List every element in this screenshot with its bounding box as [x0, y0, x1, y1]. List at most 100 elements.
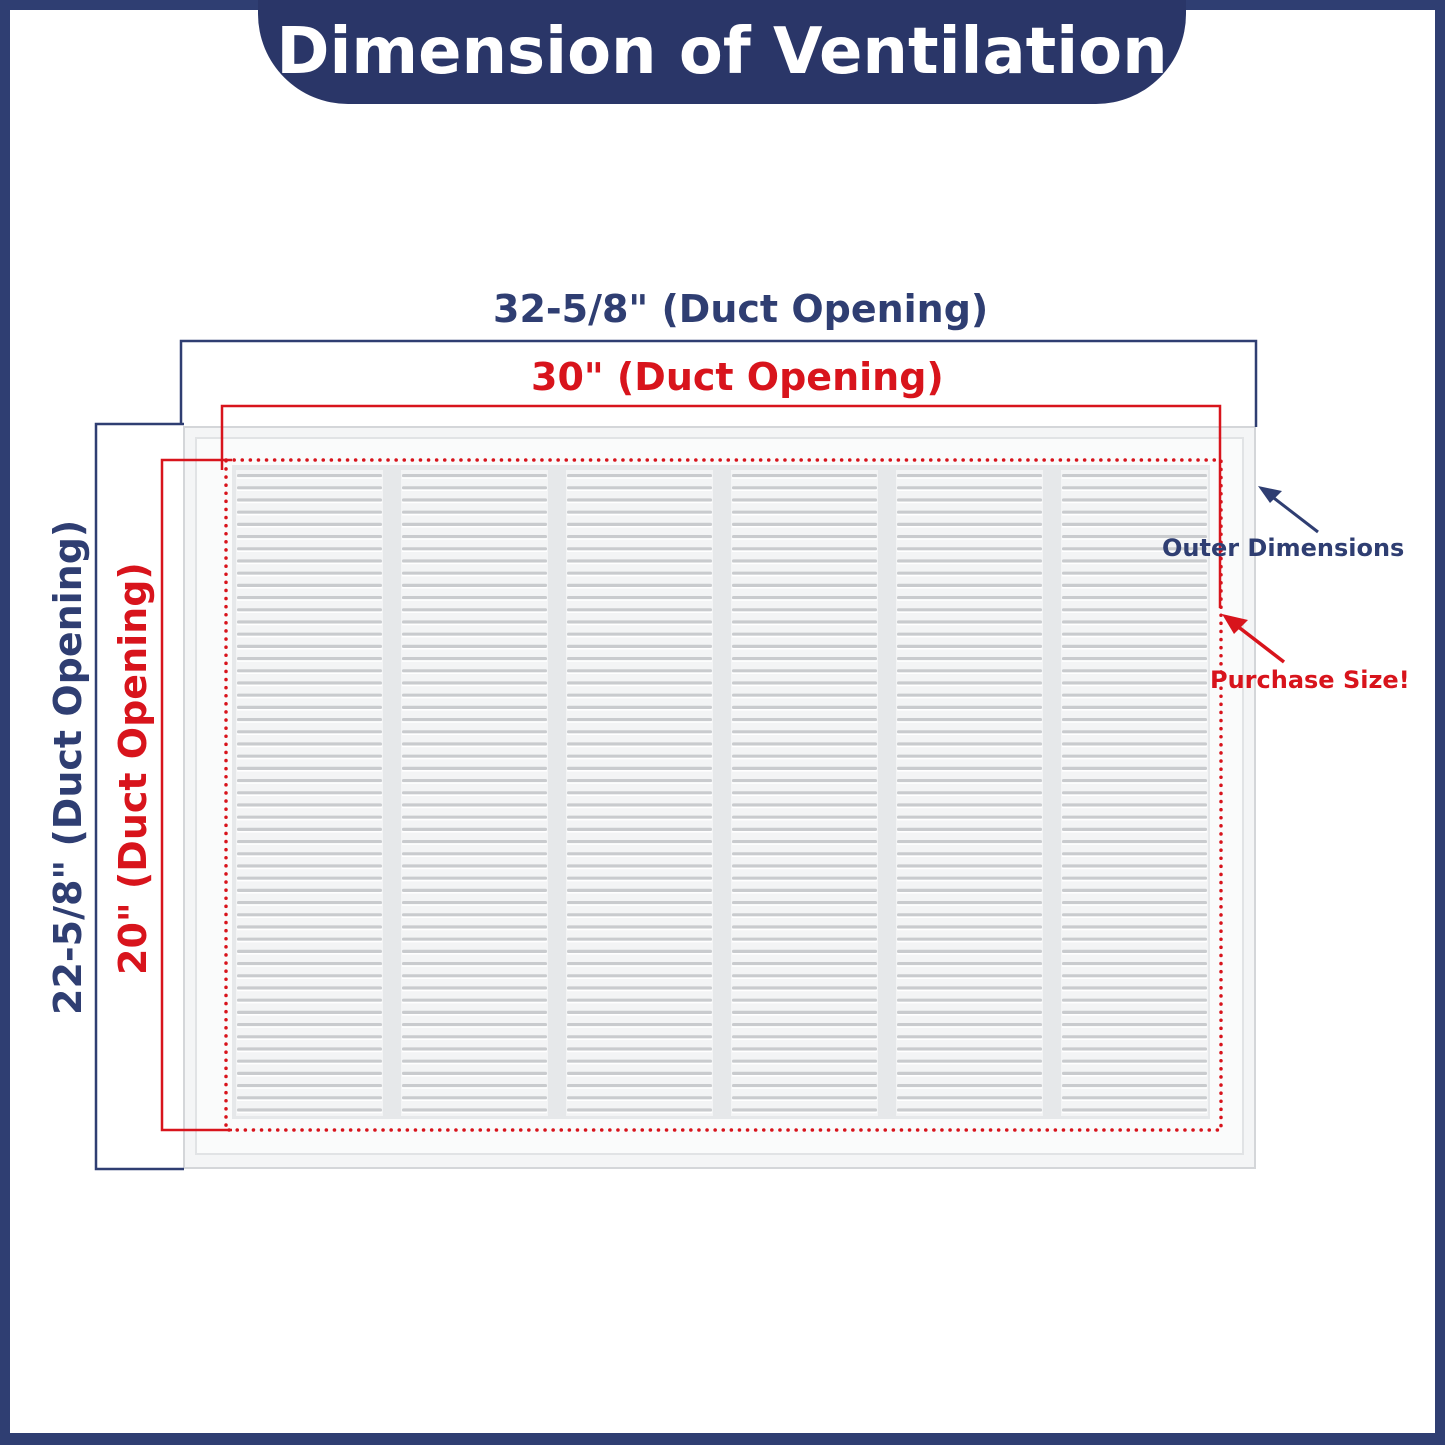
- louver-slat: [732, 1035, 877, 1039]
- louver-slat: [732, 840, 877, 844]
- louver-slat: [567, 681, 712, 685]
- louver-slat-highlight: [732, 684, 877, 687]
- louver-slat: [237, 559, 382, 563]
- louver-slat: [402, 1096, 547, 1100]
- louver-slat-highlight: [732, 843, 877, 845]
- louver-slat: [897, 559, 1042, 563]
- louver-slat-highlight: [732, 770, 877, 772]
- louver-slat: [402, 925, 547, 929]
- louver-slat-highlight: [567, 587, 712, 589]
- louver-slat: [567, 1071, 712, 1075]
- louver-slat-highlight: [402, 599, 547, 601]
- louver-slat: [732, 608, 877, 612]
- louver-slat-highlight: [897, 501, 1042, 504]
- louver-slat: [897, 949, 1042, 953]
- louver-slat-highlight: [732, 818, 877, 821]
- louver-slat-highlight: [567, 1038, 712, 1040]
- louver-slat: [732, 535, 877, 539]
- louver-slat-highlight: [897, 1001, 1042, 1004]
- louver-slat: [1062, 1010, 1207, 1014]
- louver-slat: [402, 620, 547, 624]
- louver-column: [236, 470, 383, 1116]
- louver-slat-highlight: [567, 916, 712, 918]
- louver-slat-highlight: [402, 672, 547, 674]
- louver-slat-highlight: [1062, 1075, 1207, 1077]
- louver-slat-highlight: [1062, 879, 1207, 882]
- louver-slat: [237, 608, 382, 612]
- louver-slat: [237, 901, 382, 905]
- louver-slat: [402, 1071, 547, 1075]
- louver-slat-highlight: [1062, 611, 1207, 613]
- purchase-size-note: Purchase Size!: [1210, 666, 1410, 694]
- louver-slat-highlight: [402, 696, 547, 699]
- louver-slat: [567, 571, 712, 575]
- louver-slat: [237, 644, 382, 648]
- louver-slat: [237, 754, 382, 758]
- louver-slat-highlight: [1062, 757, 1207, 760]
- louver-slat-highlight: [567, 1001, 712, 1004]
- louver-slat-highlight: [897, 855, 1042, 857]
- louver-slat: [897, 1108, 1042, 1112]
- louver-slat: [732, 864, 877, 868]
- louver-slat: [237, 815, 382, 819]
- louver-slat: [1062, 535, 1207, 539]
- louver-slat-highlight: [732, 623, 877, 626]
- louver-slat-highlight: [237, 904, 382, 906]
- louver-slat: [402, 547, 547, 551]
- louver-slat-highlight: [897, 904, 1042, 906]
- louver-slat: [897, 522, 1042, 526]
- louver-slat-highlight: [1062, 1099, 1207, 1101]
- louver-slat: [1062, 901, 1207, 905]
- louver-slat: [897, 608, 1042, 612]
- louver-slat: [1062, 522, 1207, 526]
- louver-slat-highlight: [237, 782, 382, 784]
- louver-slat-highlight: [897, 782, 1042, 784]
- louver-slat: [237, 766, 382, 770]
- louver-slat-highlight: [237, 1001, 382, 1004]
- louver-slat-highlight: [567, 977, 712, 979]
- louver-slat-highlight: [1062, 526, 1207, 528]
- louver-slat: [402, 486, 547, 490]
- louver-slat: [732, 1096, 877, 1100]
- louver-slat-highlight: [732, 1038, 877, 1040]
- purchase-size-arrowhead: [1222, 614, 1248, 634]
- outer-dimensions-arrow: [1258, 486, 1319, 534]
- louver-slat: [1062, 998, 1207, 1002]
- louver-slat-highlight: [567, 1075, 712, 1077]
- louver-slat-highlight: [732, 648, 877, 650]
- duct-opening-bracket: [160, 404, 1223, 1132]
- louver-slat: [732, 705, 877, 709]
- louver-slat: [732, 925, 877, 929]
- louver-slat: [402, 962, 547, 966]
- louver-slat: [237, 693, 382, 697]
- louver-slat: [237, 657, 382, 661]
- louver-slat-highlight: [567, 892, 712, 894]
- louver-slat-highlight: [897, 513, 1042, 516]
- louver-slat-highlight: [237, 489, 382, 491]
- louver-slat-highlight: [402, 916, 547, 918]
- louver-slat: [732, 998, 877, 1002]
- louver-slat: [237, 596, 382, 600]
- louver-slat: [237, 913, 382, 917]
- louver-slat-highlight: [1062, 770, 1207, 772]
- louver-slat-highlight: [1062, 1111, 1207, 1114]
- louver-slat: [402, 522, 547, 526]
- louver-slat: [567, 876, 712, 880]
- louver-slat-highlight: [732, 538, 877, 540]
- louver-slat: [897, 1010, 1042, 1014]
- louver-slat: [402, 791, 547, 795]
- louver-slat-highlight: [732, 599, 877, 601]
- louver-slat-highlight: [1062, 1087, 1207, 1089]
- louver-slat-highlight: [402, 721, 547, 723]
- louver-slat-highlight: [732, 635, 877, 638]
- louver-slat-highlight: [237, 1038, 382, 1040]
- louver-slat: [897, 1084, 1042, 1088]
- louver-slat-highlight: [1062, 587, 1207, 589]
- louver-slat-highlight: [402, 562, 547, 565]
- louver-slat: [1062, 498, 1207, 502]
- louver-slat: [567, 827, 712, 831]
- louver-slat-highlight: [402, 538, 547, 540]
- louver-slat: [402, 876, 547, 880]
- louver-slat-highlight: [1062, 477, 1207, 479]
- louver-slat-highlight: [237, 599, 382, 601]
